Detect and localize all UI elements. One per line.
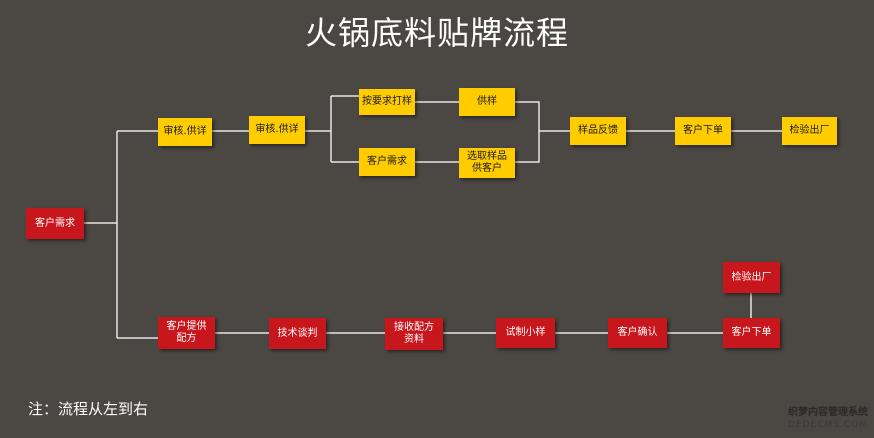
node-tech-negotiation[interactable]: 技术谈判	[269, 318, 326, 349]
node-select-sample[interactable]: 选取样品 供客户	[459, 148, 515, 178]
connector-supply-merge	[515, 101, 540, 163]
node-make-sample[interactable]: 按要求打样	[359, 89, 415, 115]
node-label: 审核.供详	[163, 126, 207, 137]
footnote: 注：流程从左到右	[28, 400, 149, 418]
node-customer-need-top[interactable]: 客户需求	[359, 148, 415, 176]
node-review-1[interactable]: 审核.供详	[158, 118, 212, 146]
node-label: 客户下单	[731, 327, 772, 338]
diagram-title: 火锅底料贴牌流程	[304, 14, 569, 52]
node-customer-formula[interactable]: 客户提供 配方	[158, 317, 215, 349]
watermark-line-1: 织梦内容管理系统	[788, 407, 868, 418]
watermark: 织梦内容管理系统 DEDECMS.COM	[788, 406, 868, 432]
node-customer-confirm[interactable]: 客户确认	[608, 318, 667, 348]
node-label: 客户需求	[35, 217, 75, 229]
node-label: 按要求打样	[362, 96, 412, 107]
node-sample-feedback[interactable]: 样品反馈	[570, 117, 626, 145]
node-label: 样品反馈	[578, 125, 618, 136]
node-customer-order-bottom[interactable]: 客户下单	[723, 318, 780, 348]
node-label: 试制小样	[505, 327, 546, 338]
node-trial-sample[interactable]: 试制小样	[496, 318, 555, 348]
node-label: 接收配方 资料	[394, 322, 434, 345]
node-label: 检验出厂	[789, 125, 830, 136]
node-label: 客户提供 配方	[166, 321, 207, 344]
node-supply-sample[interactable]: 供样	[459, 88, 515, 116]
node-label: 客户下单	[683, 125, 723, 136]
node-customer-order-top[interactable]: 客户下单	[675, 117, 731, 145]
node-label: 检验出厂	[731, 271, 772, 283]
node-receive-formula[interactable]: 接收配方 资料	[385, 318, 443, 350]
node-review-2[interactable]: 审核.供详	[249, 116, 305, 144]
node-label: 客户确认	[617, 327, 658, 338]
node-label: 审核.供详	[255, 124, 299, 135]
node-label: 技术谈判	[277, 327, 318, 339]
node-label: 选取样品 供客户	[467, 151, 507, 174]
node-inspect-bottom[interactable]: 检验出厂	[723, 262, 780, 293]
node-customer-demand[interactable]: 客户需求	[26, 208, 84, 239]
node-label: 客户需求	[367, 156, 407, 167]
watermark-line-2: DEDECMS.COM	[788, 420, 868, 430]
node-label: 供样	[477, 96, 497, 107]
node-inspect-top[interactable]: 检验出厂	[782, 117, 837, 145]
